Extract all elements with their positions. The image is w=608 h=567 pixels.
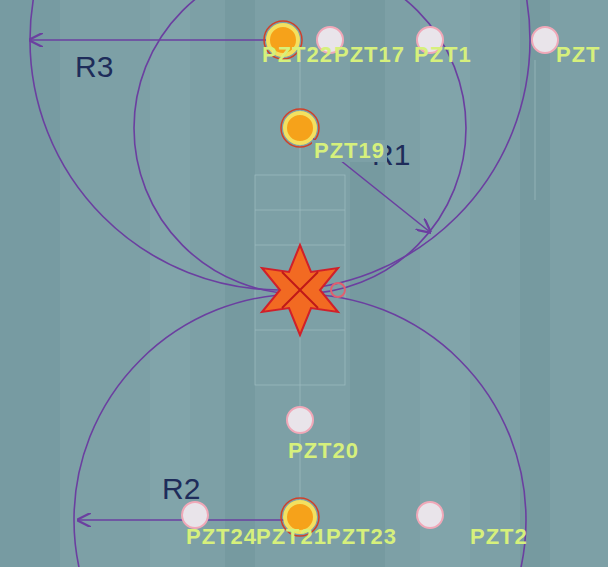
inactive-sensors <box>182 27 558 528</box>
sensor-label: PZT20 <box>288 440 359 462</box>
sensor-label: PZT22 <box>262 44 333 66</box>
sensor-label: PZT24 <box>186 526 257 548</box>
damage-star <box>262 245 338 335</box>
sensor-label: PZT23 <box>326 526 397 548</box>
plate-stripes <box>0 0 550 567</box>
sensor-label: PZT21 <box>256 526 327 548</box>
radius-label: R2 <box>162 474 200 504</box>
range-circles <box>30 0 530 567</box>
sensor-label: PZT17 <box>334 44 405 66</box>
sensor-label: PZT <box>556 44 601 66</box>
sensor-label: PZT1 <box>414 44 472 66</box>
sensor-label: PZT19 <box>312 140 387 162</box>
radius-arrows <box>30 40 430 520</box>
sensor-label: PZT2 <box>470 526 528 548</box>
drawing-lines <box>255 60 535 500</box>
radius-label: R3 <box>75 52 113 82</box>
